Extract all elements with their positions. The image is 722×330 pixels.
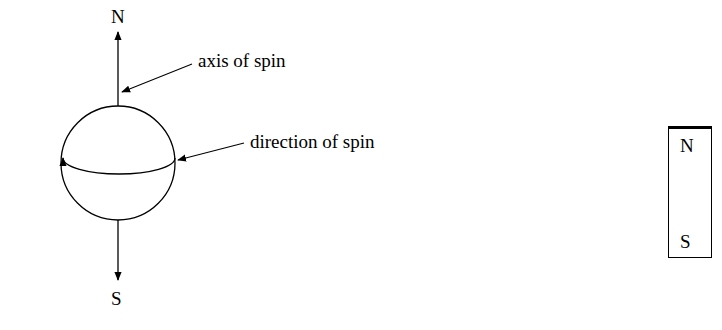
callout-label: axis of spin xyxy=(198,50,286,72)
spin-direction-arc xyxy=(63,158,175,174)
pole-label: S xyxy=(111,288,122,310)
callout-label: direction of spin xyxy=(250,131,375,153)
leader-line xyxy=(178,143,244,160)
sphere xyxy=(61,106,175,220)
axis-north-arrow xyxy=(117,32,118,106)
leader-line xyxy=(122,64,192,92)
pole-label: N xyxy=(111,6,125,28)
bar-magnet: NS xyxy=(668,126,712,258)
magnet-pole-label: N xyxy=(669,129,711,161)
axis-south-arrow xyxy=(117,220,118,280)
magnet-pole-label: S xyxy=(669,225,711,257)
